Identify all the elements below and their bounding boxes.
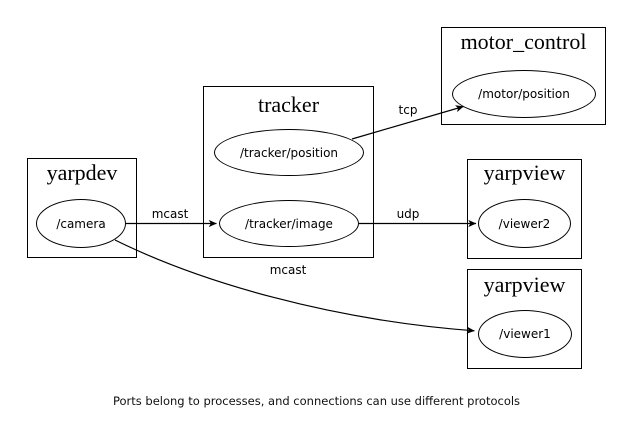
process-box-yarpview-bottom: yarpview [467,269,582,369]
port-label-viewer2: /viewer2 [498,216,551,231]
port-ellipse-viewer2: /viewer2 [478,199,571,248]
process-box-yarpdev: yarpdev [27,158,137,258]
diagram-caption: Ports belong to processes, and connectio… [112,394,521,408]
port-ellipse-tracker-position: /tracker/position [214,129,364,176]
process-title-tracker: tracker [257,92,320,117]
edge-label-tcp: tcp [398,103,418,117]
port-label-tracker-image: /tracker/image [245,216,333,231]
port-label-tracker-position: /tracker/position [239,145,339,160]
process-title-motor-control: motor_control [460,29,587,54]
process-box-yarpview-top: yarpview [467,159,582,259]
process-title-yarpview-bottom: yarpview [483,272,566,297]
port-ellipse-viewer1: /viewer1 [478,310,572,358]
port-ellipse-camera: /camera [36,199,126,248]
port-ellipse-tracker-image: /tracker/image [219,200,359,247]
port-label-camera: /camera [56,216,106,231]
edge-label-mcast-camera-viewer1: mcast [269,263,307,277]
process-box-tracker: tracker [203,86,374,258]
process-title-yarpdev: yarpdev [46,160,118,185]
port-label-viewer1: /viewer1 [499,327,551,341]
port-ellipse-motor-position: /motor/position [452,70,596,118]
process-title-yarpview-top: yarpview [483,160,566,185]
port-label-motor-position: /motor/position [478,87,570,101]
edge-label-mcast-camera-tracker: mcast [151,207,189,221]
process-box-motor-control: motor_control [441,27,606,125]
edge-label-udp: udp [396,207,420,221]
